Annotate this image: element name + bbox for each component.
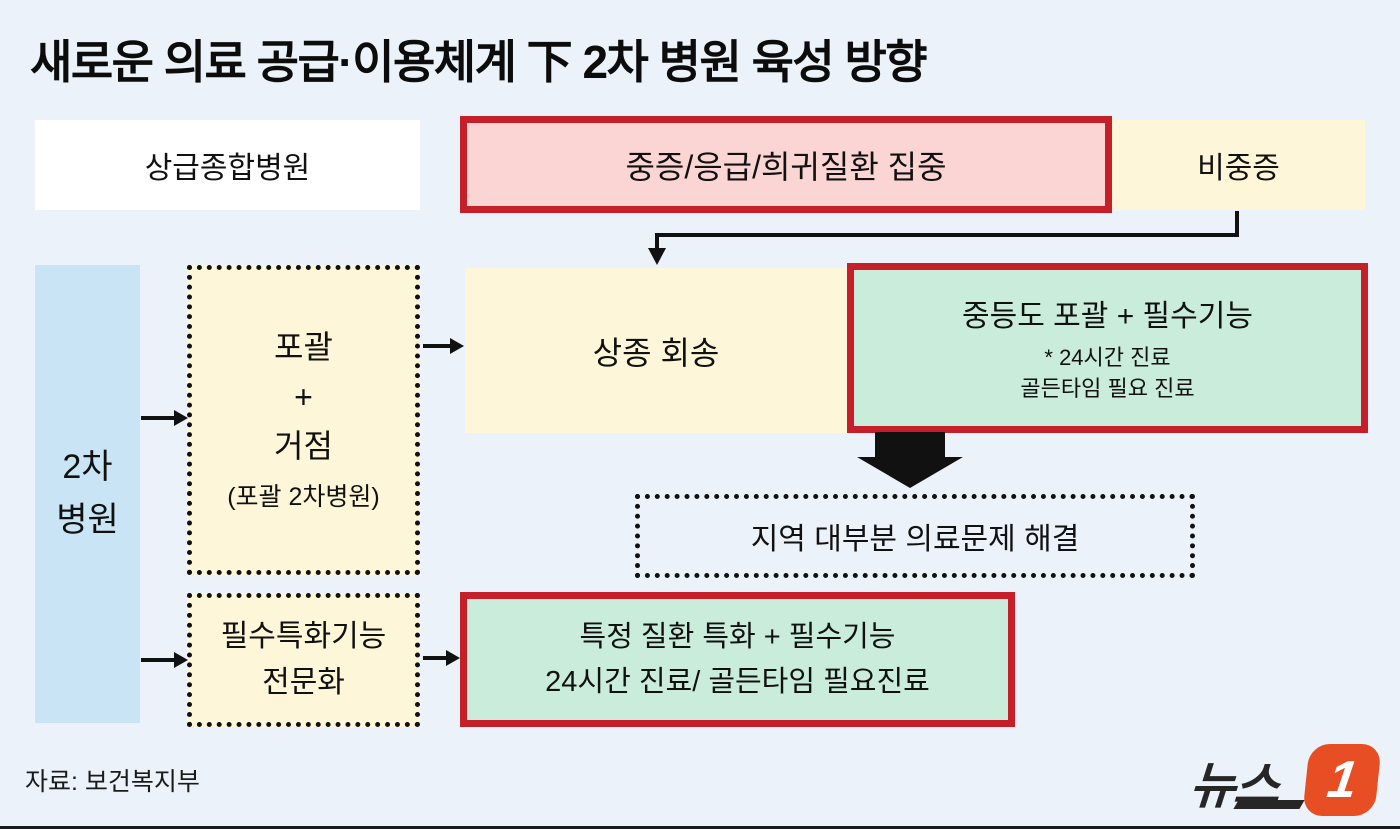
specialized-function-box: 필수특화기능 전문화 (187, 593, 420, 727)
severe-focus-label: 중증/응급/희귀질환 집중 (625, 148, 947, 185)
news1-logo-number: 1 (1323, 751, 1361, 809)
specific-line1: 특정 질환 특화 + 필수기능 (579, 620, 896, 653)
comprehensive-line2: + (294, 378, 313, 415)
comprehensive-base-box: 포괄 + 거점 (포괄 2차병원) (187, 265, 420, 575)
news1-logo-underline (1233, 800, 1305, 809)
secondary-hospital-label-line2: 병원 (56, 501, 119, 539)
arrow-right-icon (174, 652, 188, 668)
arrow-right-icon (450, 338, 464, 354)
tertiary-hospital-box: 상급종합병원 (35, 120, 420, 210)
specialized-line2: 전문화 (262, 666, 345, 699)
referral-label: 상종 회송 (592, 334, 720, 371)
tertiary-hospital-label: 상급종합병원 (144, 152, 311, 185)
specialized-line1: 필수특화기능 (220, 619, 387, 653)
regional-outcome-box: 지역 대부분 의료문제 해결 (635, 494, 1195, 578)
big-arrow-down-icon (857, 432, 963, 488)
news1-logo-one-badge: 1 (1302, 744, 1382, 816)
regional-outcome-label: 지역 대부분 의료문제 해결 (750, 523, 1080, 556)
secondary-hospital-box: 2차 병원 (35, 265, 140, 723)
moderate-line3: 골든타임 필요 진료 (1020, 376, 1195, 401)
non-severe-label: 비중증 (1197, 152, 1280, 185)
moderate-line2: * 24시간 진료 (1044, 345, 1171, 371)
arrow-down-icon (648, 248, 666, 265)
comprehensive-line3: 거점 (274, 428, 333, 465)
non-severe-box: 비중증 (1112, 120, 1365, 210)
arrow-right-icon (446, 650, 460, 666)
secondary-hospital-label-line1: 2차 (62, 448, 113, 487)
arrow-right-icon (174, 410, 188, 426)
page-title: 새로운 의료 공급·이용체계 下 2차 병원 육성 방향 (30, 36, 928, 88)
news1-logo: 뉴스 1 (1188, 744, 1386, 820)
specific-disease-box: 특정 질환 특화 + 필수기능 24시간 진료/ 골든타임 필요진료 (460, 592, 1015, 727)
bottom-border-line (0, 826, 1400, 829)
moderate-coverage-box: 중등도 포괄 + 필수기능 * 24시간 진료 골든타임 필요 진료 (847, 263, 1368, 433)
moderate-line1: 중등도 포괄 + 필수기능 (962, 300, 1253, 334)
comprehensive-note: (포괄 2차병원) (227, 483, 380, 512)
severe-focus-box: 중증/응급/희귀질환 집중 (460, 116, 1112, 213)
specific-line2: 24시간 진료/ 골든타임 필요진료 (545, 665, 930, 698)
connector-non-severe-to-referral (655, 211, 1239, 250)
source-note: 자료: 보건복지부 (25, 768, 200, 796)
comprehensive-line1: 포괄 (274, 329, 333, 366)
referral-box: 상종 회송 (465, 268, 847, 433)
